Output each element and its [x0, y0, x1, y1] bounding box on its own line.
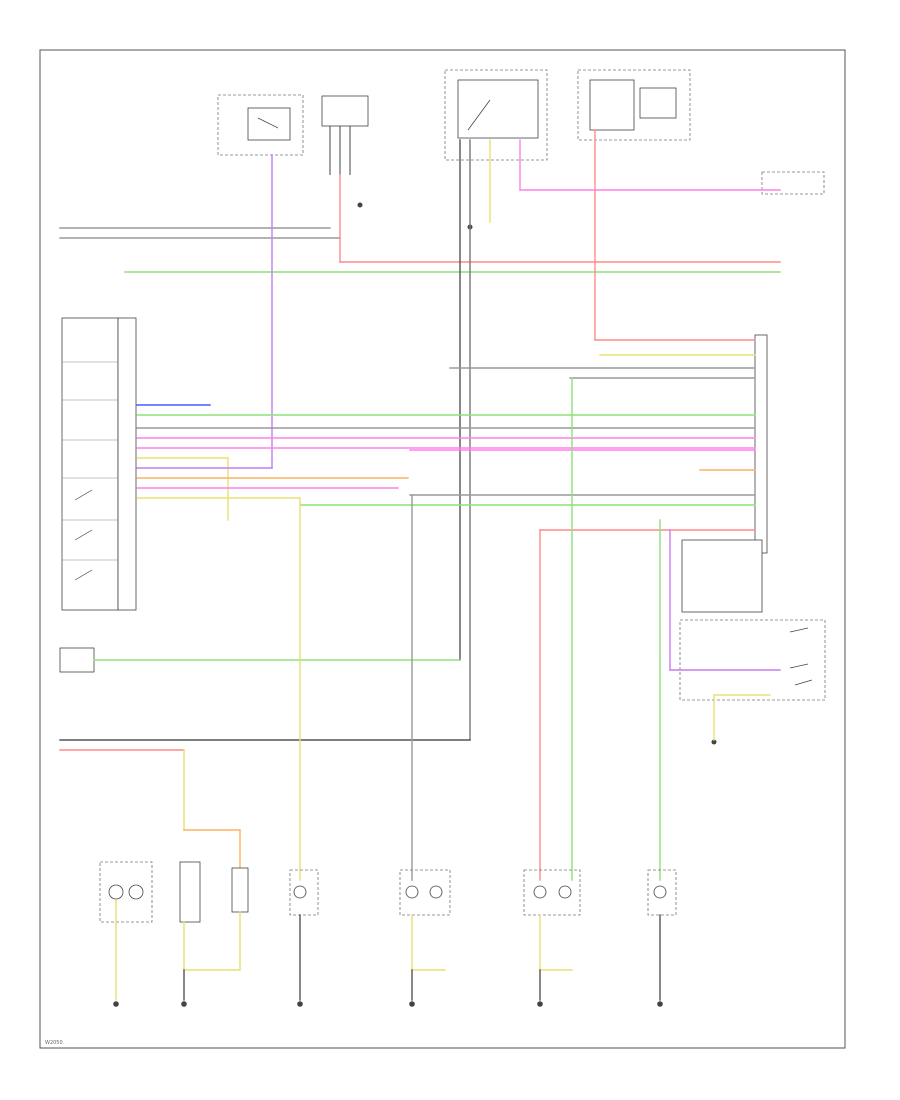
lamp-assembly-3 — [289, 869, 319, 1001]
lower-right-module — [679, 539, 826, 701]
left-small-module — [59, 647, 95, 673]
lamp-assembly-5 — [523, 869, 581, 1001]
left-switch-module — [61, 317, 137, 611]
lamp-assembly-4 — [399, 869, 451, 1001]
right-top-connector — [761, 171, 825, 195]
brake-light-switch-top — [321, 95, 369, 175]
lamp-assembly-2 — [179, 861, 249, 971]
fuse-relay-top-right — [577, 69, 691, 141]
ground-top — [357, 200, 473, 230]
lamp-assembly-6 — [647, 869, 677, 1001]
ground-right — [711, 739, 717, 745]
footer-code: W2050 — [45, 1040, 63, 1046]
right-connector-block — [754, 334, 768, 554]
lamp-assembly-1 — [99, 861, 153, 1001]
top-left-relay — [217, 94, 304, 156]
grounds-bottom — [113, 969, 663, 1007]
diagram-frame — [39, 49, 846, 1049]
multifunction-switch-top — [444, 69, 548, 161]
